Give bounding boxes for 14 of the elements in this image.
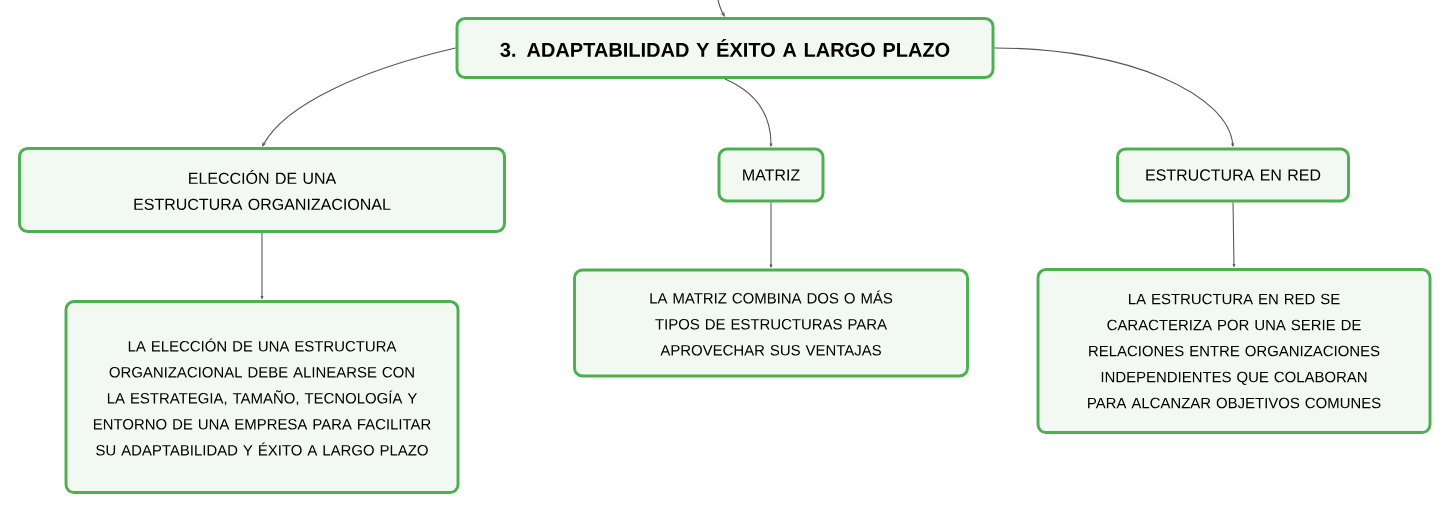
title-box: 3. ADAPTABILIDAD Y ÉXITO A LARGO PLAZO: [455, 17, 995, 79]
arrow: [717, 0, 725, 17]
description-box: LA MATRIZ COMBINA DOS O MÁS TIPOS DE ESTRUCTURAS PARA APROVECHAR SUS VENTAJAS: [573, 268, 969, 378]
topic-box: ESTRUCTURA EN RED: [1116, 147, 1350, 203]
arrow: [262, 47, 457, 147]
topic-box: MATRIZ: [717, 147, 825, 203]
arrow: [260, 232, 264, 300]
topic-box: ELECCIÓN DE UNA ESTRUCTURA ORGANIZACIONAL: [18, 147, 506, 233]
description-box: LA ESTRUCTURA EN RED SE CARACTERIZA POR UNA SERIE DE RELACIONES ENTRE ORGANIZACIONES INDEPENDIENTES QUE COLABORAN PARA ALCANZAR OBJETIVOS COMUNES: [1036, 268, 1432, 434]
arrow: [993, 47, 1235, 147]
arrow: [769, 201, 773, 268]
description-box: LA ELECCIÓN DE UNA ESTRUCTURA ORGANIZACIONAL DEBE ALINEARSE CON LA ESTRATEGIA, TAMAÑO, TECNOLOGÍA Y ENTORNO DE UNA EMPRESA PARA FACILITAR SU ADAPTABILIDAD Y ÉXITO A LARGO PLAZO: [64, 300, 460, 494]
arrow: [1232, 201, 1236, 268]
arrow: [724, 78, 773, 147]
